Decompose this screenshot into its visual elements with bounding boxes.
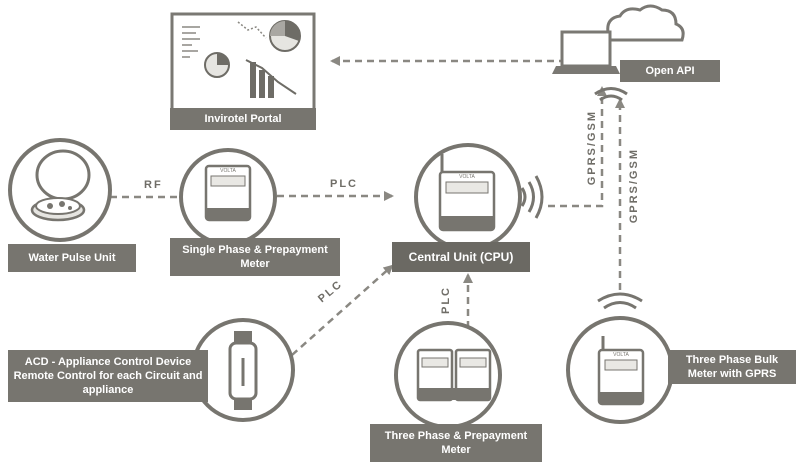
gprs-cpu-link-label: GPRS/GSM: [586, 110, 598, 186]
laptop-cloud-icon: [552, 4, 685, 74]
single-phase-label: Single Phase & Prepayment Meter: [170, 238, 340, 276]
cpu-meter-brand: VOLTA: [459, 174, 475, 180]
gprs-bulk-link-label: GPRS/GSM: [628, 148, 640, 224]
bulk-meter-brand: VOLTA: [613, 352, 629, 358]
connector-lines: [110, 56, 625, 356]
bulk-meter-label: Three Phase Bulk Meter with GPRS: [668, 350, 796, 384]
acd-label: ACD - Appliance Control Device Remote Co…: [8, 350, 208, 402]
bulk-meter-icon: [566, 316, 674, 424]
open-api-label: Open API: [620, 60, 720, 82]
acd-device-icon: [191, 318, 295, 422]
link-plc-acd: [291, 264, 394, 356]
central-unit-label: Central Unit (CPU): [392, 242, 530, 272]
plc-single-link-label: PLC: [330, 178, 358, 190]
single-meter-brand: VOLTA: [220, 168, 236, 174]
rf-link-label: RF: [144, 179, 163, 191]
bulk-signal-icon: [597, 292, 643, 310]
three-phase-meter-icon: [394, 321, 502, 429]
central-unit-icon: [414, 143, 522, 251]
three-phase-label: Three Phase & Prepayment Meter: [370, 424, 542, 462]
api-signal-icon: [594, 87, 628, 102]
water-pulse-label: Water Pulse Unit: [8, 244, 136, 272]
portal-monitor-icon: [170, 12, 316, 112]
cpu-signal-icon: [520, 175, 544, 219]
water-pulse-device-icon: [8, 138, 112, 242]
single-phase-meter-icon: [179, 148, 277, 246]
link-gprs-cpu: [548, 86, 607, 208]
plc-three-link-label: PLC: [440, 286, 452, 314]
portal-label: Invirotel Portal: [170, 108, 316, 130]
